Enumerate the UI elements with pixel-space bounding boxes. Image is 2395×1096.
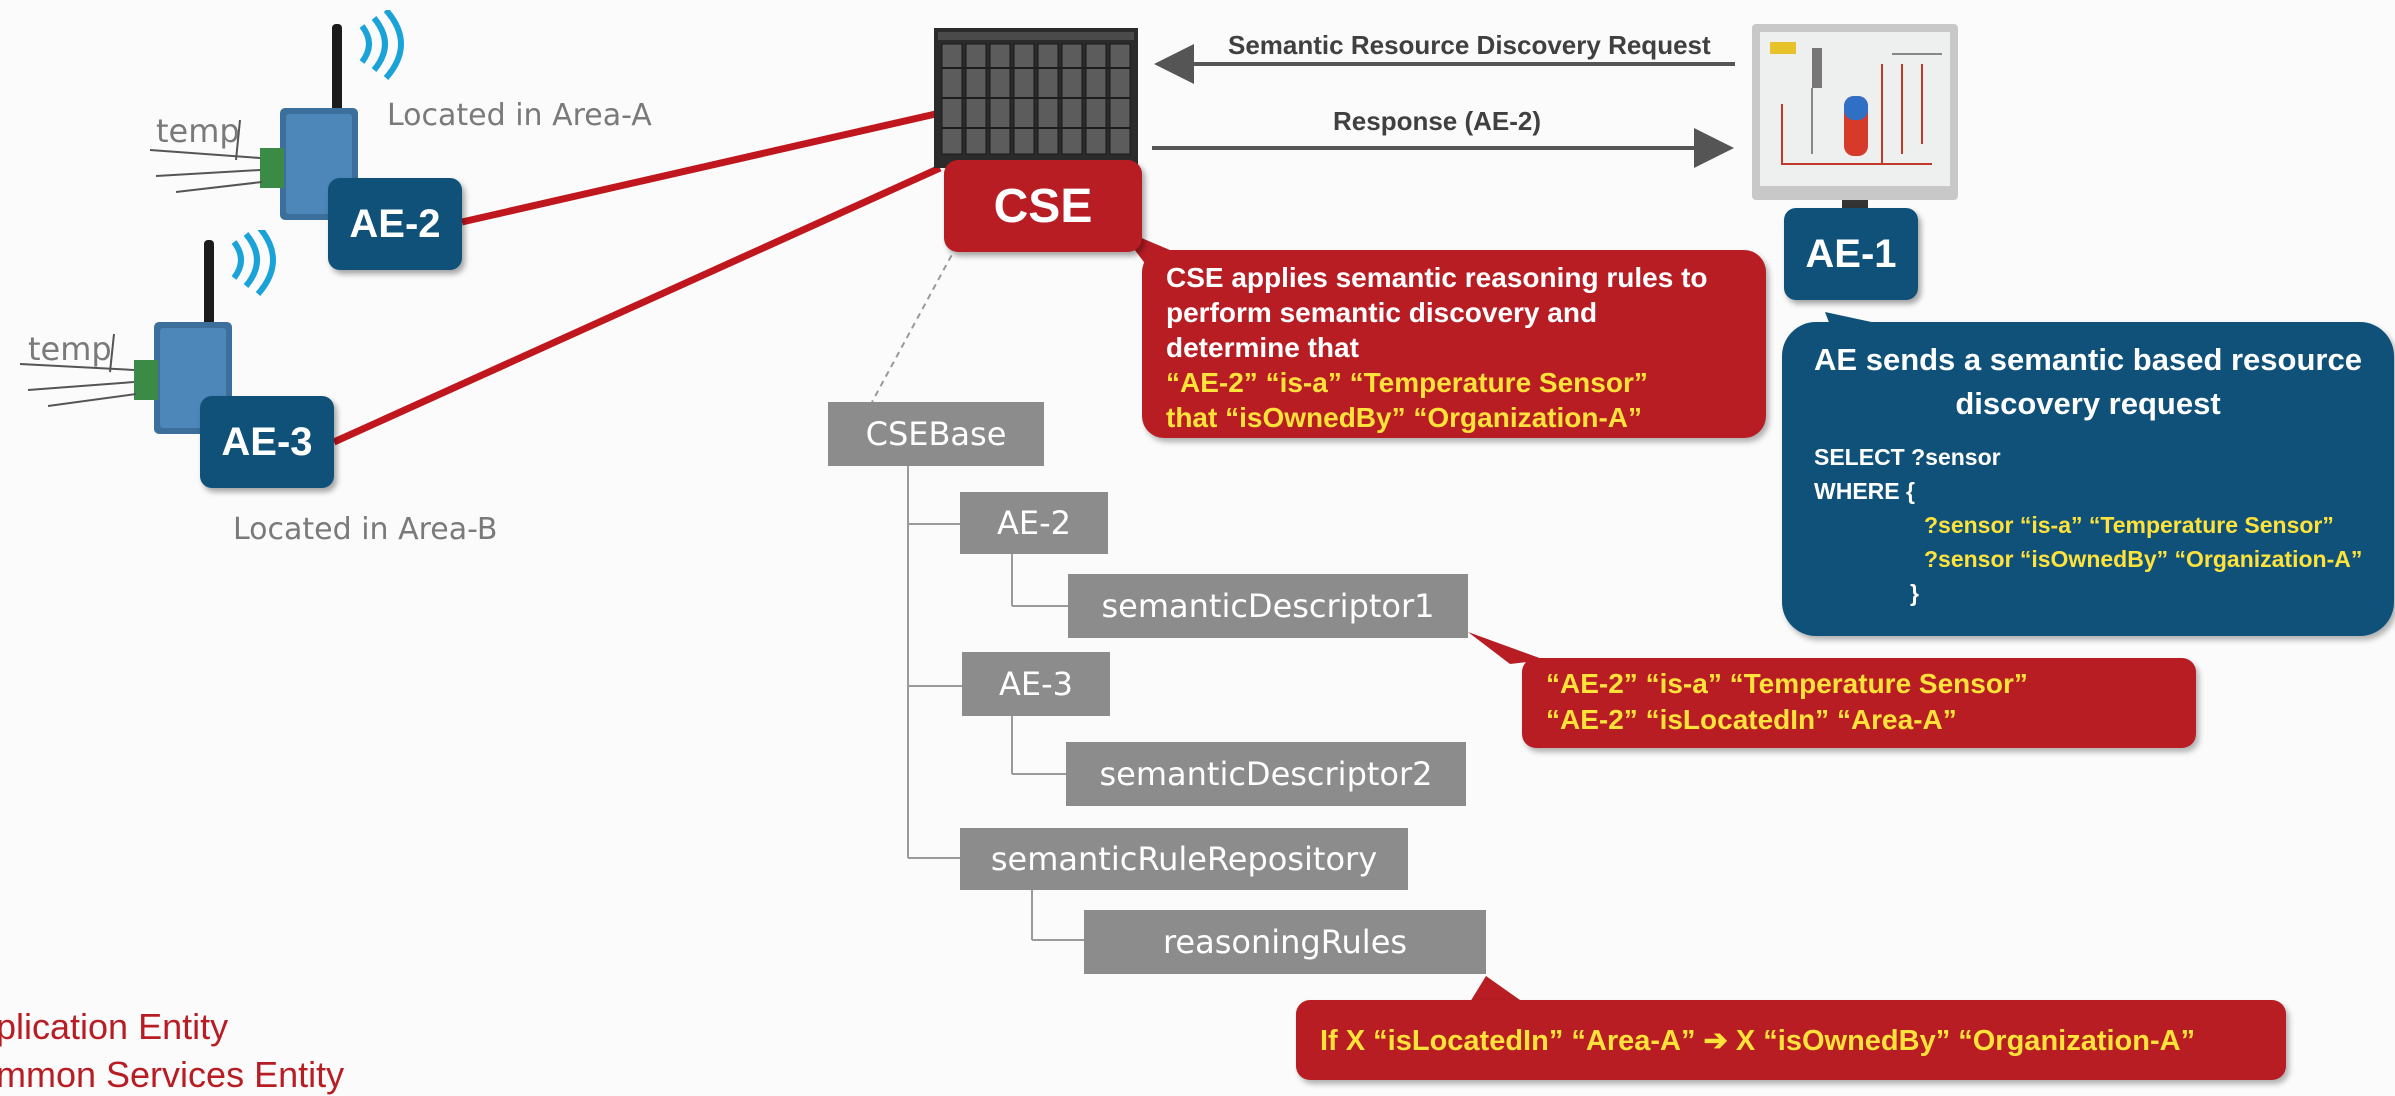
ae2-sensor-label: temp — [156, 112, 240, 150]
cse-callout-line: perform semantic discovery and — [1166, 297, 1598, 328]
monitor-icon — [1752, 24, 1958, 210]
response-arrow-label: Response (AE-2) — [1333, 106, 1542, 136]
tree-node-semantic-descriptor1[interactable]: semanticDescriptor1 — [1068, 574, 1468, 638]
rule-callout-tail — [1470, 976, 1520, 1002]
query-where-line: WHERE { — [1814, 478, 1915, 504]
tree-node-semantic-rule-repository[interactable]: semanticRuleRepository — [960, 828, 1408, 890]
query-clause: ?sensor “is-a” “Temperature Sensor” — [1924, 512, 2334, 538]
cse-badge[interactable]: CSE — [944, 160, 1142, 252]
ae3-location-label: Located in Area-B — [233, 512, 498, 547]
request-arrow-label: Semantic Resource Discovery Request — [1228, 30, 1711, 60]
descriptor-callout: “AE-2” “is-a” “Temperature Sensor” “AE-2… — [1522, 658, 2196, 748]
ae3-sensor-label: temp — [28, 330, 112, 368]
ae3-badge[interactable]: AE-3 — [200, 396, 334, 488]
ae1-badge[interactable]: AE-1 — [1784, 208, 1918, 300]
tree-node-ae2[interactable]: AE-2 — [960, 492, 1108, 554]
tree-node-csebase[interactable]: CSEBase — [828, 402, 1044, 466]
query-select-line: SELECT ?sensor — [1814, 444, 2001, 470]
descriptor-triple: “AE-2” “isLocatedIn” “Area-A” — [1546, 704, 1957, 735]
ae1-request-callout: AE sends a semantic based resource disco… — [1782, 322, 2394, 636]
server-rack-icon — [934, 28, 1138, 168]
tree-node-semantic-descriptor2[interactable]: semanticDescriptor2 — [1066, 742, 1466, 806]
legend-item: mmon Services Entity — [0, 1054, 345, 1095]
rule-text: If X “isLocatedIn” “Area-A” ➔ X “isOwned… — [1320, 1024, 2196, 1057]
ae3-gateway-device — [20, 230, 276, 434]
descriptor-triple: “AE-2” “is-a” “Temperature Sensor” — [1546, 668, 2028, 699]
cse-reasoning-callout: CSE applies semantic reasoning rules to … — [1142, 250, 1766, 438]
rule-callout: If X “isLocatedIn” “Area-A” ➔ X “isOwned… — [1296, 1000, 2286, 1080]
query-clause: ?sensor “isOwnedBy” “Organization-A” — [1924, 546, 2363, 572]
tree-node-reasoning-rules[interactable]: reasoningRules — [1084, 910, 1486, 974]
ae1-callout-title: AE sends a semantic based resource — [1814, 342, 2362, 377]
cse-callout-highlight: “AE-2” “is-a” “Temperature Sensor” — [1166, 367, 1648, 398]
cse-tree-link — [871, 235, 963, 403]
query-close-brace: } — [1910, 580, 1919, 606]
cse-callout-line: determine that — [1166, 332, 1359, 363]
cse-callout-highlight: that “isOwnedBy” “Organization-A” — [1166, 402, 1643, 433]
ae1-callout-title: discovery request — [1955, 386, 2221, 421]
ae2-location-label: Located in Area-A — [387, 98, 652, 133]
legend-item: plication Entity — [0, 1006, 229, 1047]
ae2-badge[interactable]: AE-2 — [328, 178, 462, 270]
cse-callout-line: CSE applies semantic reasoning rules to — [1166, 262, 1708, 293]
tree-node-ae3[interactable]: AE-3 — [962, 652, 1110, 716]
